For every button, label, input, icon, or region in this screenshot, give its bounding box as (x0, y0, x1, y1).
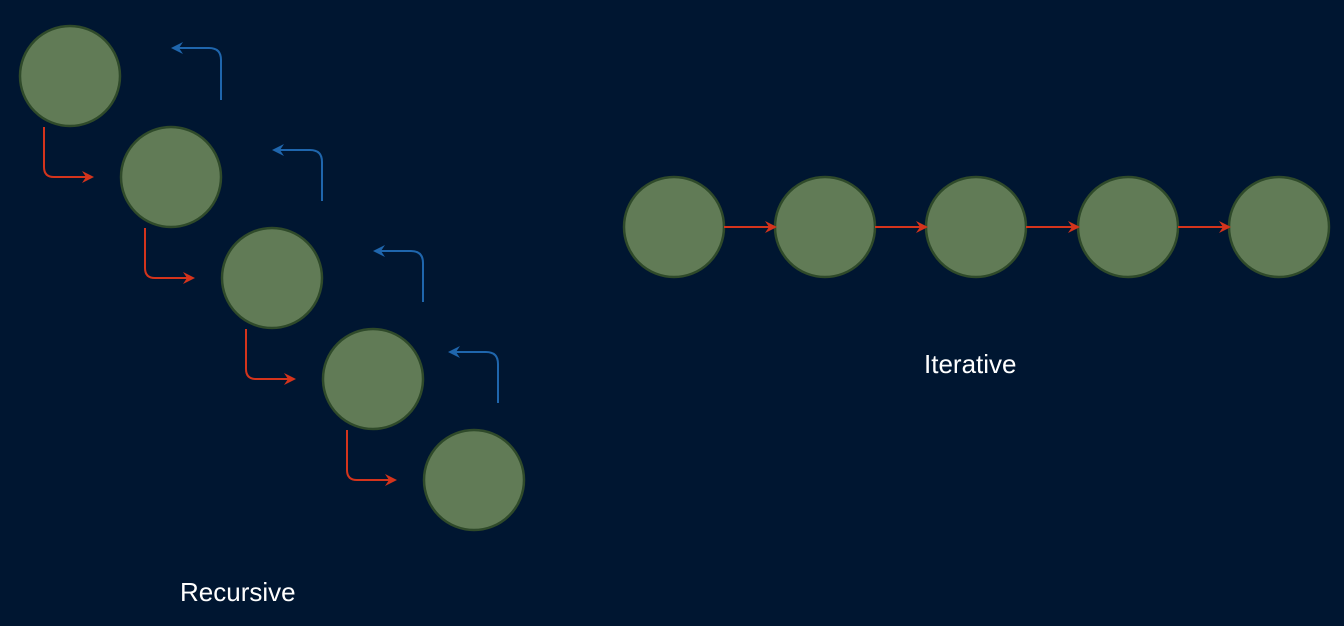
iterative-node (773, 175, 877, 279)
iterative-diagram (622, 175, 1331, 279)
recursive-node (18, 24, 122, 128)
recursive-return-arrow (272, 144, 323, 201)
recursive-node (119, 125, 223, 229)
iterative-node (622, 175, 726, 279)
recursive-diagram (18, 24, 526, 532)
iterative-node (1076, 175, 1180, 279)
recursive-return-arrow (448, 346, 499, 403)
recursive-node (220, 226, 324, 330)
iterative-node (1227, 175, 1331, 279)
iterative-node (924, 175, 1028, 279)
iterative-label: Iterative (924, 349, 1017, 379)
recursive-call-arrow (245, 329, 296, 385)
recursive-return-arrow (373, 245, 424, 302)
recursive-call-arrow (43, 127, 94, 183)
recursive-call-arrow (144, 228, 195, 284)
recursive-label: Recursive (180, 577, 296, 607)
recursive-node (422, 428, 526, 532)
recursive-node (321, 327, 425, 431)
recursive-call-arrow (346, 430, 397, 486)
recursive-return-arrow (171, 42, 222, 100)
